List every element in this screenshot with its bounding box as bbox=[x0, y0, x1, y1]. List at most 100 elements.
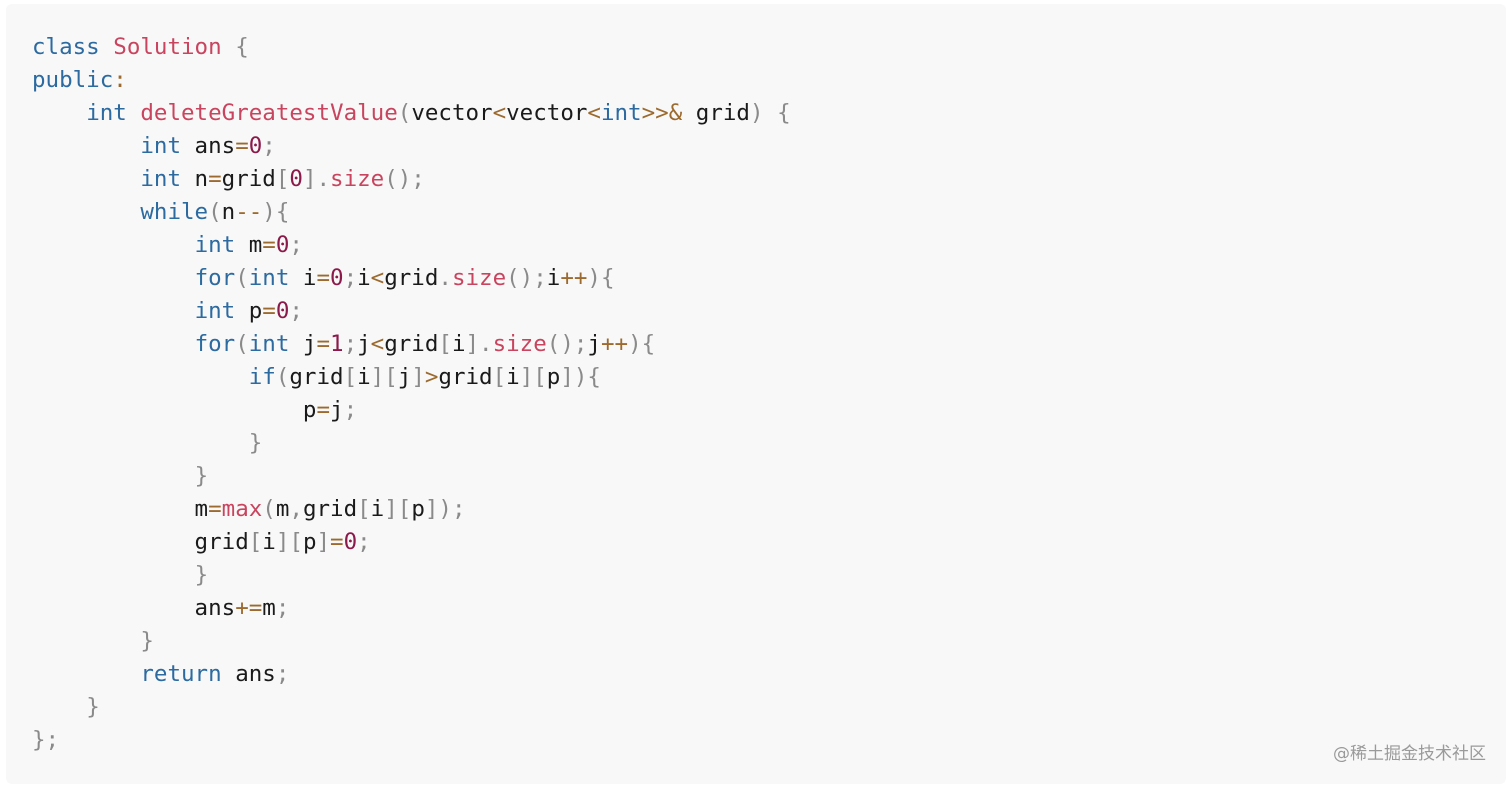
operator-token: > bbox=[424, 364, 439, 390]
punctuation-token: { bbox=[777, 100, 791, 126]
text-token: p bbox=[302, 529, 317, 555]
punctuation-token: ; bbox=[343, 397, 358, 423]
text-token bbox=[32, 133, 140, 159]
punctuation-token: [ bbox=[438, 331, 452, 357]
text-token: m bbox=[235, 232, 263, 258]
code-line: } bbox=[32, 625, 791, 658]
code-line: grid[i][p]=0; bbox=[32, 526, 791, 559]
text-token: grid bbox=[384, 265, 439, 291]
punctuation-token: [ bbox=[275, 166, 290, 192]
code-line: } bbox=[32, 427, 791, 460]
keyword-token: class bbox=[32, 34, 100, 60]
keyword-token: if bbox=[248, 364, 276, 390]
text-token: m bbox=[262, 595, 276, 621]
text-token bbox=[32, 331, 195, 357]
text-token bbox=[32, 463, 195, 489]
punctuation-token: } bbox=[140, 628, 154, 654]
punctuation-token: ){ bbox=[587, 265, 615, 291]
punctuation-token: } bbox=[194, 463, 209, 489]
text-token: j bbox=[397, 364, 412, 390]
text-token bbox=[32, 694, 86, 720]
operator-token: -- bbox=[235, 199, 263, 225]
operator-token: += bbox=[235, 595, 263, 621]
text-token: i bbox=[370, 496, 385, 522]
text-token: i bbox=[451, 331, 466, 357]
punctuation-token: (); bbox=[506, 265, 547, 291]
number-token: 0 bbox=[343, 529, 358, 555]
text-token: i bbox=[546, 265, 561, 291]
punctuation-token: ( bbox=[208, 199, 222, 225]
function-token: size bbox=[330, 166, 385, 192]
text-token bbox=[32, 430, 249, 456]
keyword-token: while bbox=[140, 199, 209, 225]
keyword-token: int bbox=[248, 331, 290, 357]
keyword-token: int bbox=[600, 100, 642, 126]
number-token: 0 bbox=[275, 232, 290, 258]
punctuation-token: }; bbox=[32, 727, 60, 753]
text-token bbox=[100, 34, 114, 60]
code-line: for(int j=1;j<grid[i].size();j++){ bbox=[32, 328, 791, 361]
text-token: i bbox=[357, 364, 371, 390]
punctuation-token: ) bbox=[749, 100, 764, 126]
punctuation-token: ; bbox=[275, 661, 290, 687]
code-line: int deleteGreatestValue(vector<vector<in… bbox=[32, 97, 791, 130]
keyword-token: return bbox=[140, 661, 222, 687]
punctuation-token: } bbox=[194, 562, 209, 588]
function-token: size bbox=[451, 265, 507, 291]
code-line: int p=0; bbox=[32, 295, 791, 328]
punctuation-token: ][ bbox=[519, 364, 547, 390]
text-token: grid bbox=[384, 331, 439, 357]
text-token: vector bbox=[411, 100, 493, 126]
operator-token: = bbox=[262, 232, 276, 258]
operator-token: < bbox=[587, 100, 601, 126]
code-line: } bbox=[32, 460, 791, 493]
operator-token: = bbox=[316, 331, 331, 357]
operator-token: = bbox=[208, 496, 222, 522]
text-token: grid bbox=[438, 364, 493, 390]
keyword-token: int bbox=[194, 298, 236, 324]
punctuation-token: ; bbox=[343, 265, 358, 291]
punctuation-token: ){ bbox=[628, 331, 656, 357]
punctuation-token: { bbox=[235, 34, 249, 60]
text-token: grid bbox=[682, 100, 750, 126]
punctuation-token: } bbox=[86, 694, 100, 720]
punctuation-token: ] bbox=[411, 364, 425, 390]
punctuation-token: [ bbox=[248, 529, 263, 555]
text-token bbox=[222, 34, 236, 60]
punctuation-token: ( bbox=[275, 364, 290, 390]
keyword-token: int bbox=[248, 265, 290, 291]
text-token bbox=[32, 232, 195, 258]
text-token: ans bbox=[32, 595, 236, 621]
keyword-token: public bbox=[32, 67, 114, 93]
punctuation-token: ; bbox=[262, 133, 276, 159]
text-token bbox=[764, 100, 778, 126]
keyword-token: int bbox=[140, 133, 182, 159]
number-token: 0 bbox=[275, 298, 290, 324]
operator-token: >>& bbox=[641, 100, 683, 126]
keyword-token: int bbox=[86, 100, 127, 126]
punctuation-token: ( bbox=[235, 265, 249, 291]
operator-token: : bbox=[113, 67, 127, 93]
punctuation-token: } bbox=[248, 430, 263, 456]
text-token: ans bbox=[221, 661, 276, 687]
operator-token: < bbox=[370, 265, 385, 291]
text-token: n bbox=[221, 199, 236, 225]
punctuation-token: [ bbox=[343, 364, 358, 390]
number-token: 0 bbox=[248, 133, 263, 159]
code-line: while(n--){ bbox=[32, 196, 791, 229]
text-token bbox=[32, 628, 140, 654]
operator-token: = bbox=[262, 298, 276, 324]
text-token: n bbox=[181, 166, 209, 192]
punctuation-token: (); bbox=[546, 331, 588, 357]
punctuation-token: ; bbox=[289, 298, 303, 324]
punctuation-token: ; bbox=[357, 529, 371, 555]
code-line: public: bbox=[32, 64, 791, 97]
operator-token: = bbox=[235, 133, 249, 159]
operator-token: = bbox=[330, 529, 344, 555]
punctuation-token: ( bbox=[397, 100, 412, 126]
text-token bbox=[32, 166, 140, 192]
text-token: grid bbox=[221, 166, 276, 192]
code-line: p=j; bbox=[32, 394, 791, 427]
punctuation-token: ]. bbox=[465, 331, 493, 357]
text-token: vector bbox=[506, 100, 588, 126]
